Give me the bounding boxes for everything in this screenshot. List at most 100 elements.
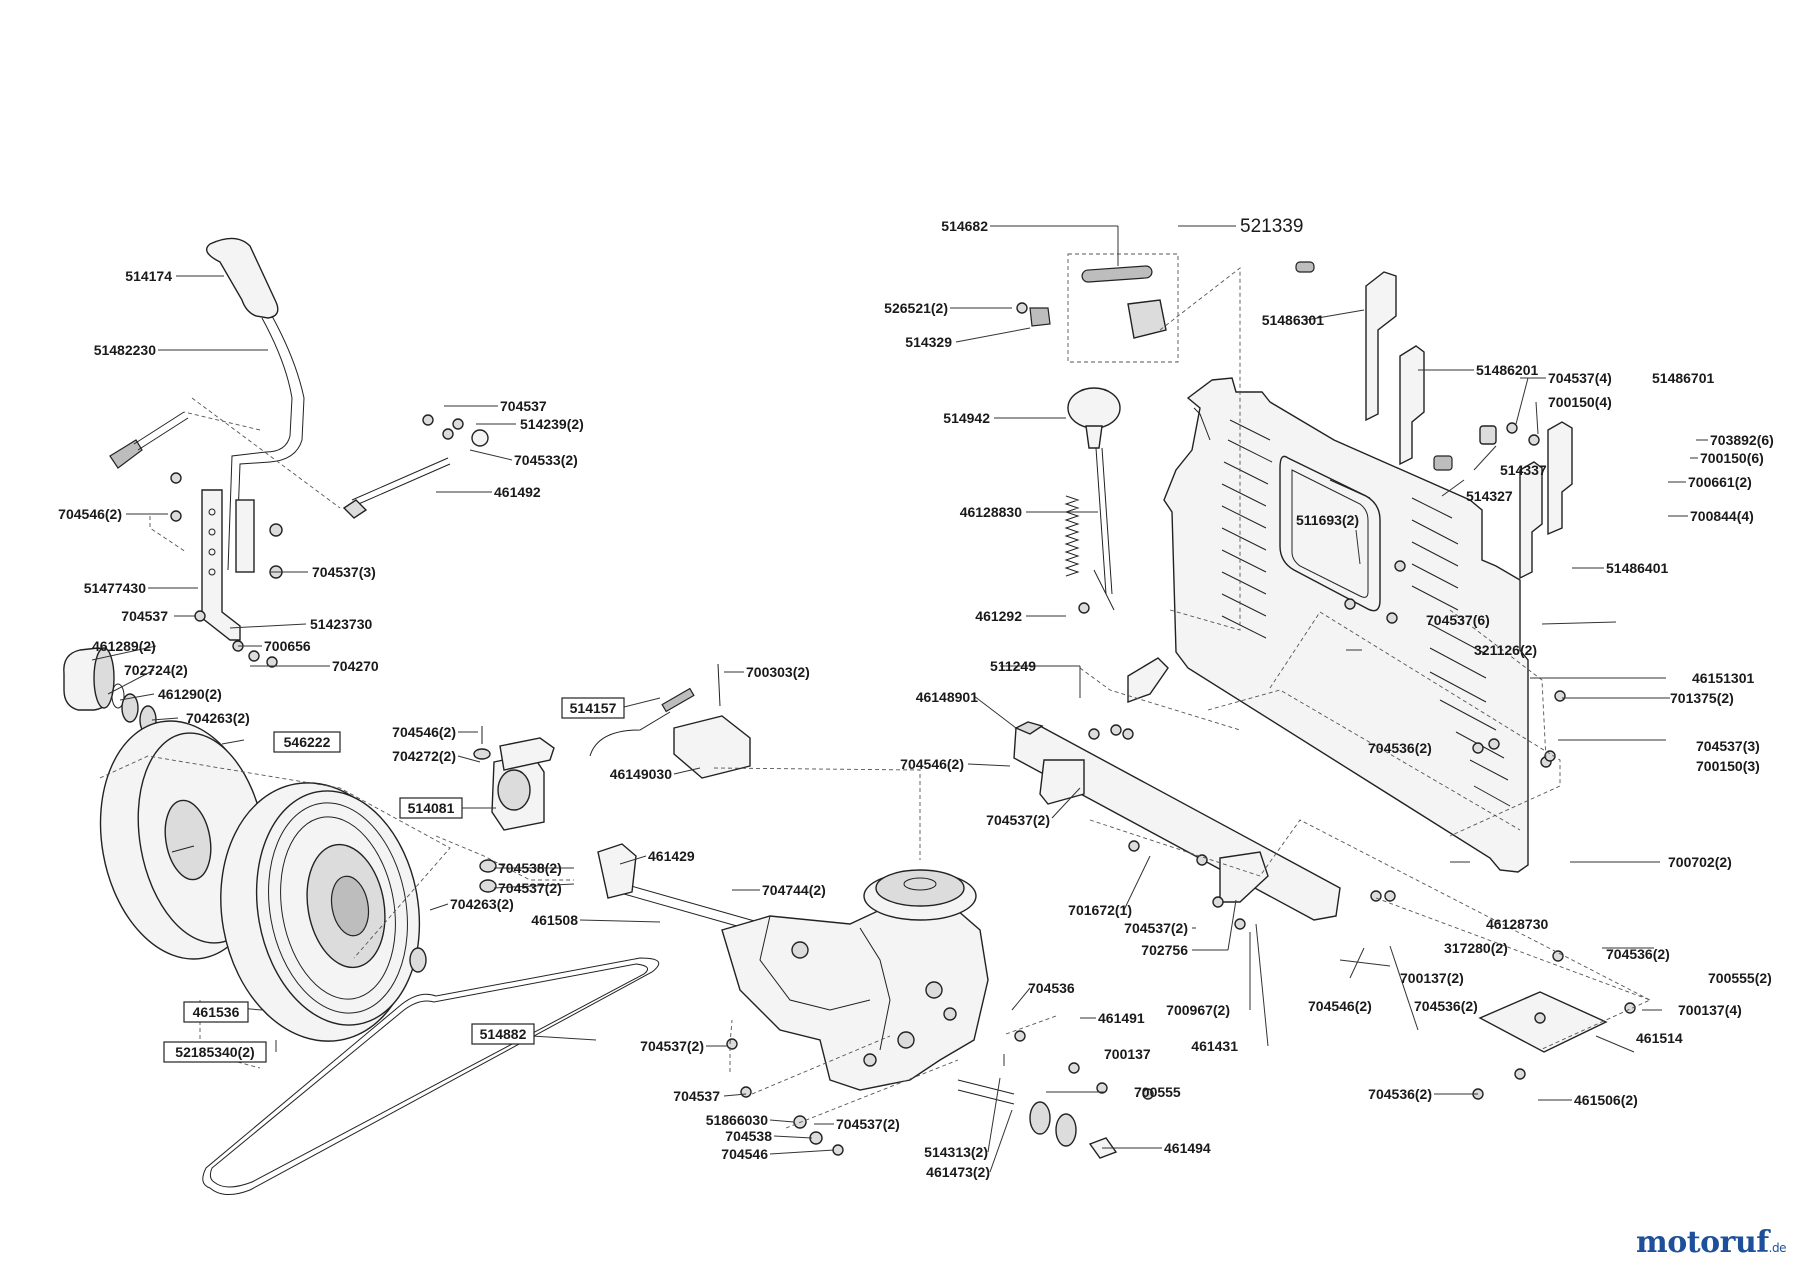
label-51477430: 51477430 <box>84 580 147 596</box>
part-labels: 514682 521339 526521(2) 514329 514942 46… <box>58 216 1774 1180</box>
label-704546-t: 704546 <box>721 1146 768 1162</box>
skid-plate <box>1478 991 1608 1053</box>
label-51482230: 51482230 <box>94 342 157 358</box>
label-704537-t3: 704537(2) <box>836 1116 900 1132</box>
label-521339: 521339 <box>1240 216 1303 237</box>
label-52185340: 52185340(2) <box>175 1044 254 1060</box>
label-461292: 461292 <box>975 608 1022 624</box>
label-317280: 317280(2) <box>1444 940 1508 956</box>
label-461514: 461514 <box>1636 1030 1683 1046</box>
label-546222: 546222 <box>284 734 331 750</box>
label-702756: 702756 <box>1141 942 1188 958</box>
label-700702: 700702(2) <box>1668 854 1732 870</box>
label-704537-top: 704537 <box>500 398 547 414</box>
label-700555-2: 700555(2) <box>1708 970 1772 986</box>
label-704537-3b: 704537(3) <box>1696 738 1760 754</box>
brake-cable <box>589 663 751 779</box>
label-704537-6: 704537(6) <box>1426 612 1490 628</box>
label-461536: 461536 <box>193 1004 240 1020</box>
rear-tire <box>220 782 427 1042</box>
logo-text: motoruf <box>1636 1225 1769 1260</box>
label-704536-2a: 704536(2) <box>1368 740 1432 756</box>
label-514081: 514081 <box>408 800 455 816</box>
label-46148901: 46148901 <box>916 689 979 705</box>
label-51486201: 51486201 <box>1476 362 1539 378</box>
label-704538-2: 704538(2) <box>498 860 562 876</box>
label-704537-t2: 704537 <box>673 1088 720 1104</box>
group-box <box>1067 253 1179 363</box>
label-704546-low: 704546(2) <box>1308 998 1372 1014</box>
label-701672: 701672(1) <box>1068 902 1132 918</box>
label-700656: 700656 <box>264 638 311 654</box>
label-51423730: 51423730 <box>310 616 373 632</box>
label-51486301: 51486301 <box>1262 312 1325 328</box>
label-514882: 514882 <box>480 1026 527 1042</box>
label-51486701: 51486701 <box>1652 370 1715 386</box>
label-704744: 704744(2) <box>762 882 826 898</box>
label-461290: 461290(2) <box>158 686 222 702</box>
label-boxes <box>163 697 625 1063</box>
label-514157: 514157 <box>570 700 617 716</box>
label-704537-mid2: 704537(2) <box>1124 920 1188 936</box>
label-514942: 514942 <box>943 410 990 426</box>
label-461506: 461506(2) <box>1574 1092 1638 1108</box>
label-461494: 461494 <box>1164 1140 1211 1156</box>
label-514327: 514327 <box>1466 488 1513 504</box>
label-700303: 700303(2) <box>746 664 810 680</box>
logo-suffix: .de <box>1768 1241 1787 1255</box>
label-700555-a: 700555 <box>1134 1084 1181 1100</box>
label-51866030: 51866030 <box>706 1112 769 1128</box>
label-701375: 701375(2) <box>1670 690 1734 706</box>
label-704536-2b: 704536(2) <box>1606 946 1670 962</box>
label-461473: 461473(2) <box>926 1164 990 1180</box>
label-514174: 514174 <box>125 268 172 284</box>
rear-panel <box>1163 377 1529 873</box>
label-704536-2d: 704536(2) <box>1368 1086 1432 1102</box>
bearing-parts <box>63 647 157 735</box>
label-704537-l2: 704537 <box>121 608 168 624</box>
label-514337: 514337 <box>1500 462 1547 478</box>
fasteners <box>170 414 1636 1156</box>
leader-lines <box>91 225 1708 1173</box>
label-704537-4: 704537(4) <box>1548 370 1612 386</box>
label-526521: 526521(2) <box>884 300 948 316</box>
label-461429: 461429 <box>648 848 695 864</box>
label-704537-3a: 704537(3) <box>312 564 376 580</box>
transaxle <box>721 869 989 1091</box>
label-700967: 700967(2) <box>1166 1002 1230 1018</box>
label-703892: 703892(6) <box>1710 432 1774 448</box>
label-702724: 702724(2) <box>124 662 188 678</box>
v-belt <box>202 957 660 1195</box>
label-700150-4: 700150(4) <box>1548 394 1612 410</box>
cross-beam <box>1013 657 1341 921</box>
label-461492: 461492 <box>494 484 541 500</box>
drive-lever <box>109 237 489 641</box>
label-704536-a: 704536 <box>1028 980 1075 996</box>
axle-shaft <box>597 843 1118 1159</box>
label-700150-3: 700150(3) <box>1696 758 1760 774</box>
label-700137-a: 700137 <box>1104 1046 1151 1062</box>
label-704538: 704538 <box>725 1128 772 1144</box>
label-461431: 461431 <box>1191 1038 1238 1054</box>
label-514682: 514682 <box>941 218 988 234</box>
label-46151301: 46151301 <box>1692 670 1755 686</box>
motoruf-logo: motoruf.de <box>1636 1225 1786 1260</box>
label-461508: 461508 <box>531 912 578 928</box>
lever-assembly <box>1064 387 1121 611</box>
label-704270: 704270 <box>332 658 379 674</box>
switch-parts <box>1016 265 1167 339</box>
label-700150-6: 700150(6) <box>1700 450 1764 466</box>
label-700137-2: 700137(2) <box>1400 970 1464 986</box>
label-700137-4: 700137(4) <box>1678 1002 1742 1018</box>
label-461289: 461289(2) <box>92 638 156 654</box>
label-704533: 704533(2) <box>514 452 578 468</box>
label-461491: 461491 <box>1098 1010 1145 1026</box>
label-704546-c: 704546(2) <box>392 724 456 740</box>
label-511249: 511249 <box>990 658 1036 674</box>
label-704263-b: 704263(2) <box>450 896 514 912</box>
label-321126: 321126(2) <box>1474 642 1537 658</box>
label-514329: 514329 <box>905 334 952 350</box>
label-514313: 514313(2) <box>924 1144 988 1160</box>
bearing-housing <box>473 726 555 893</box>
